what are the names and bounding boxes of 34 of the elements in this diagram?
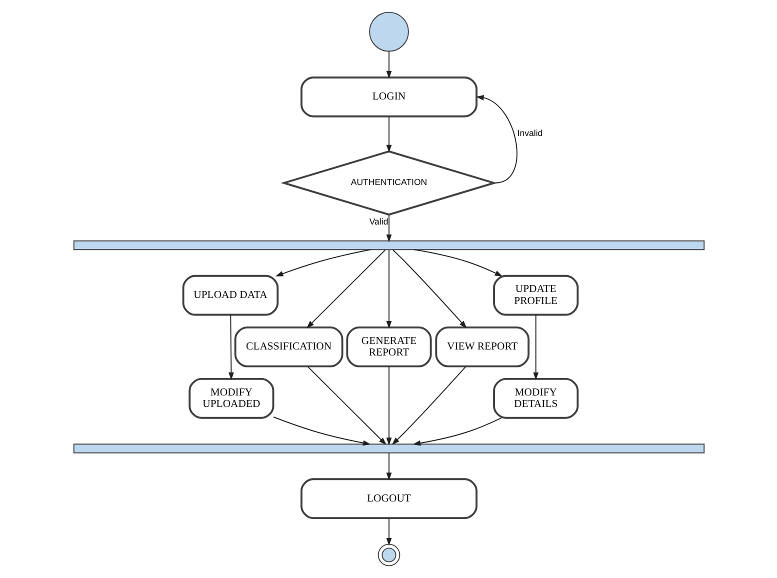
arrow	[306, 366, 386, 446]
arrow	[386, 366, 392, 446]
node-diamond: AUTHENTICATION	[280, 150, 497, 216]
arrow	[412, 417, 502, 446]
node-box: UPLOAD DATA	[182, 274, 278, 316]
arrow	[386, 50, 392, 79]
arrow	[413, 249, 502, 276]
arrow	[532, 314, 538, 380]
arrow	[391, 366, 466, 445]
node-circle	[368, 12, 408, 52]
arrow	[228, 314, 234, 380]
arrow	[272, 416, 370, 446]
node-box: GENERATE REPORT	[346, 326, 432, 368]
arrow	[306, 250, 386, 328]
node-bar	[72, 240, 704, 250]
node-bar	[72, 444, 704, 454]
edge-label: Invalid	[516, 128, 542, 138]
arrow	[476, 94, 517, 184]
edge-label: Valid	[368, 216, 388, 227]
arrow	[386, 518, 392, 546]
arrow	[386, 214, 392, 242]
arrow	[392, 249, 466, 328]
arrow	[386, 452, 392, 480]
node-box: UPDATE PROFILE	[492, 274, 578, 316]
arrow	[274, 249, 370, 276]
node-box: LOGIN	[300, 76, 477, 118]
arrow	[386, 116, 392, 153]
node-box: LOGOUT	[300, 478, 477, 520]
node-box: VIEW REPORT	[434, 326, 530, 368]
node-box: MODIFY DETAILS	[492, 378, 578, 419]
node-box: CLASSIFICATION	[234, 326, 343, 368]
node-circle	[377, 544, 400, 566]
node-box: MODIFY UPLOADED	[188, 378, 274, 419]
arrow	[386, 250, 392, 329]
